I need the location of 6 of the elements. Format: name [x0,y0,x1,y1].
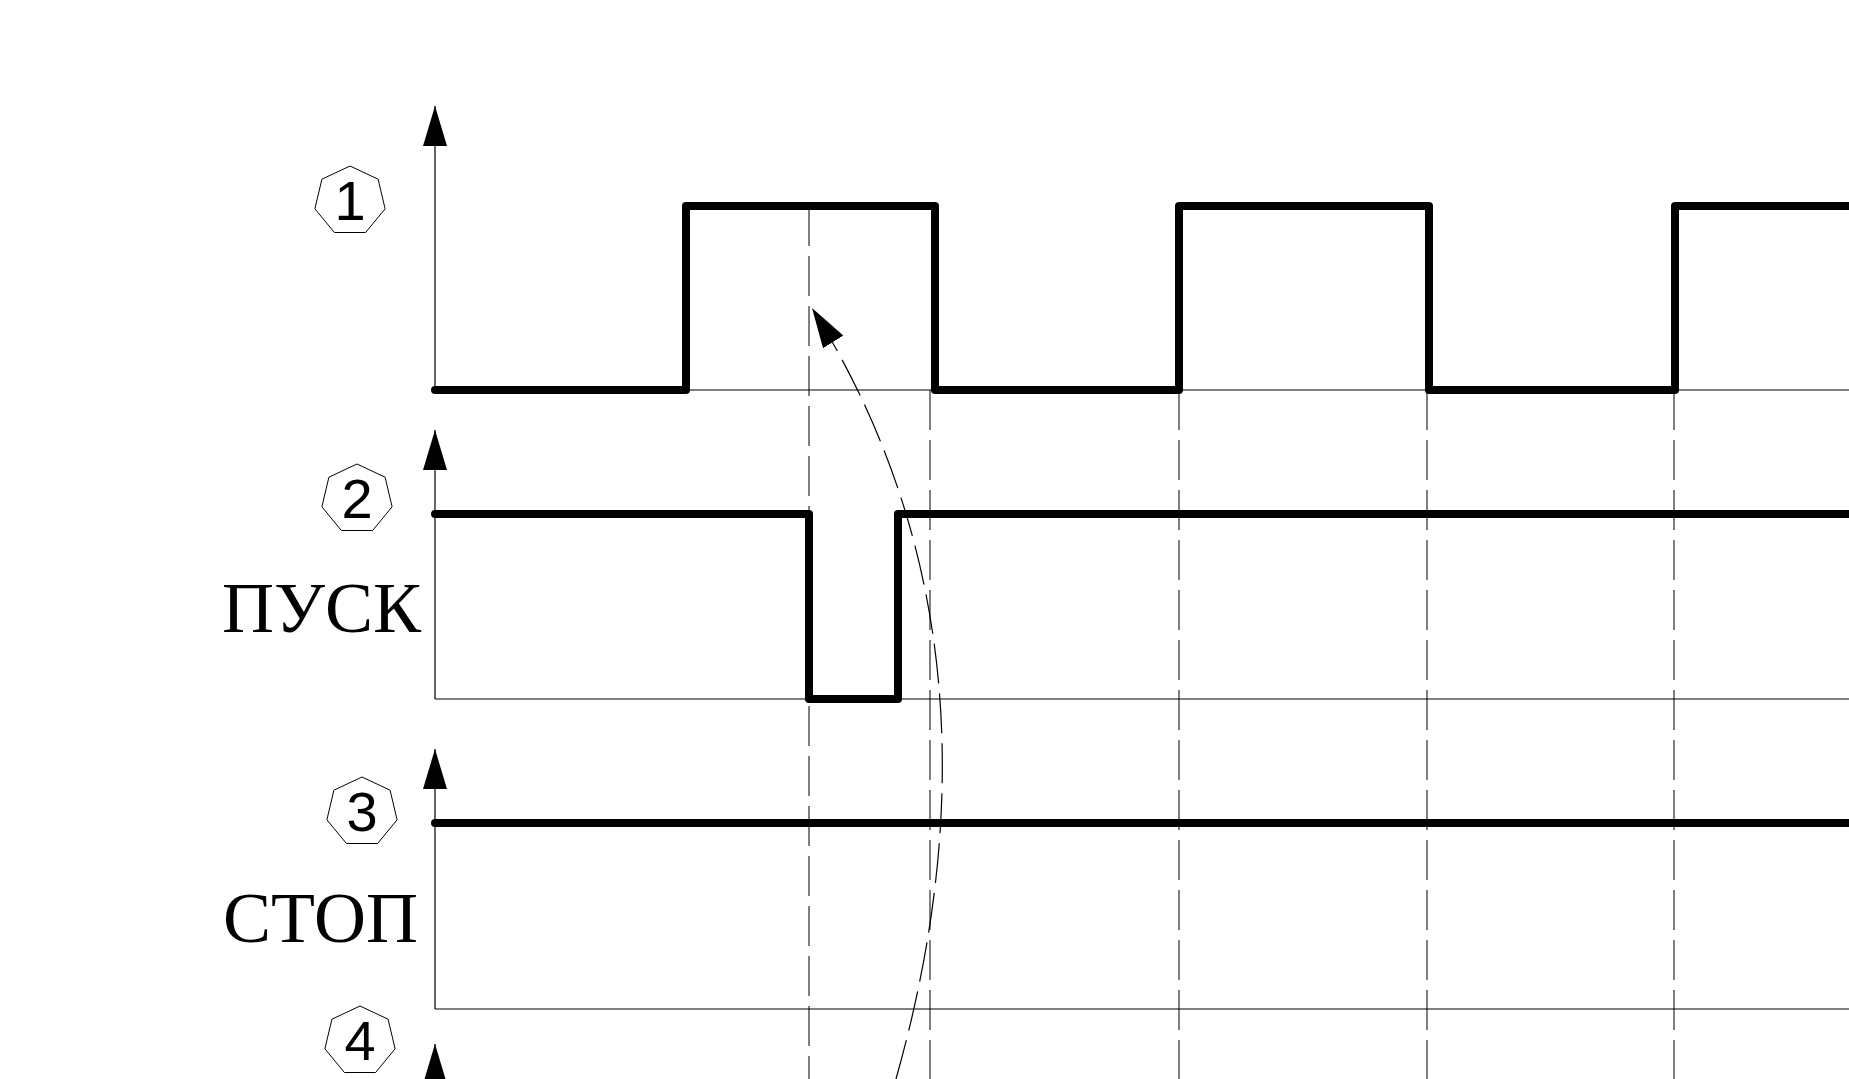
signal-label: ПУСК [221,572,421,644]
callout-number: 2 [319,462,395,534]
callout-number: 4 [322,1004,398,1076]
signal-label: СТОП [222,882,418,954]
callout-number: 3 [324,775,400,847]
callout-number: 1 [312,164,388,236]
